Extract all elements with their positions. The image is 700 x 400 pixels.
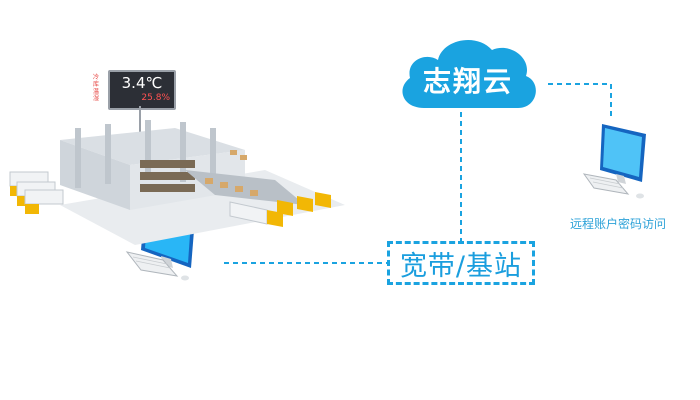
cloud-label: 志翔云 — [422, 65, 513, 98]
network-box: 宽带/基站 — [387, 241, 535, 285]
warehouse-illustration — [9, 120, 345, 245]
display-side-text: 冷库温湿 — [93, 74, 100, 102]
humidity-value: 25.8% — [141, 93, 170, 103]
cloud-to-remote-line — [548, 83, 612, 120]
network-label: 宽带/基站 — [399, 250, 523, 282]
remote-computer-icon — [582, 124, 646, 199]
remote-access-label: 远程账户密码访问 — [569, 217, 666, 231]
temperature-value: 3.4℃ — [121, 74, 163, 92]
temperature-display: 3.4℃ 25.8% — [108, 70, 176, 110]
cloud-icon — [402, 39, 536, 109]
